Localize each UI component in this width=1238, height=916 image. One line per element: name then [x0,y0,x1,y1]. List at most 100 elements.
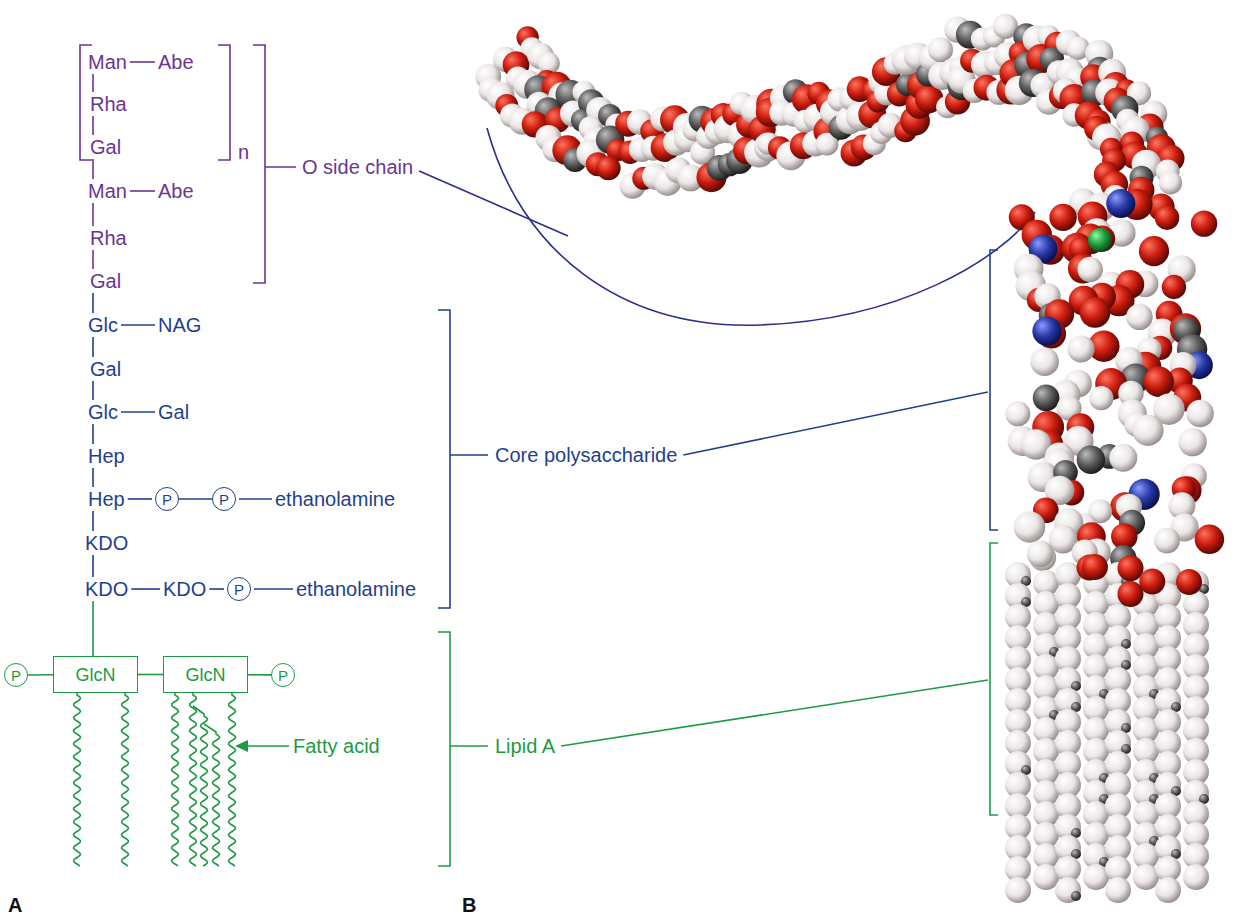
glycosidic-bond [92,203,94,226]
model-bracket [990,250,998,530]
region-bracket [438,310,488,608]
atom [1082,554,1108,580]
sugar-label: Rha [90,228,127,248]
atom [1049,204,1076,231]
atom [1154,528,1180,554]
atom [1126,304,1152,330]
glycosidic-bond [92,424,94,444]
sugar-label: Abe [158,52,194,72]
leader-line [683,392,988,455]
bond-dash [130,61,155,63]
repeat-bracket [218,45,230,160]
atom [1080,297,1111,328]
bond-line [179,498,212,500]
phosphate-circle: P [155,487,179,511]
atom [1005,877,1031,903]
atom [1176,569,1202,595]
phosphate-label: P [234,582,244,597]
fatty-acid-chain [190,693,197,866]
atom [1106,189,1135,218]
sugar-label: Man [88,52,127,72]
phosphate-circle: P [212,487,236,511]
atom [1195,525,1224,554]
glucosamine-box: GlcN [163,656,248,693]
phosphate-label: P [162,492,172,507]
bond-line [248,674,271,676]
atom [1055,877,1081,903]
model-bracket [990,543,998,815]
atom [1191,210,1217,236]
atom [1132,415,1163,446]
atom [1030,347,1059,376]
glycosidic-bond [92,555,94,577]
bond-line [138,674,163,676]
atom [1005,401,1030,426]
sugar-label: Gal [90,271,121,291]
glycosidic-bond [92,381,94,400]
repeat-count: n [238,142,249,162]
atom [1089,386,1113,410]
callout-arrow [245,745,289,747]
atom [1143,367,1173,397]
bond-dash [130,190,155,192]
atom [1032,316,1061,345]
glycosidic-bond [92,293,94,313]
phosphate-circle: P [4,663,28,687]
bond-dash [121,411,155,413]
phosphate-circle: P [227,577,251,601]
core-lipid-bond [92,601,94,656]
atom [1071,891,1081,901]
atom [1033,385,1060,412]
bond-dash [254,588,293,590]
glycosidic-bond [92,337,94,357]
sugar-label: Abe [158,181,194,201]
fatty-acid-chain [122,693,129,866]
atom [1105,877,1131,903]
glycosidic-bond [92,74,94,92]
glycosidic-bond [92,511,94,531]
sugar-label: Glc [88,315,118,335]
atom [1088,228,1112,252]
bond-line [28,674,53,676]
fatty-acid-chain [172,693,179,866]
sugar-label: NAG [158,315,201,335]
bond-dash [128,498,152,500]
sugar-label: Hep [88,489,125,509]
sugar-label: KDO [85,533,128,553]
region-label: Core polysaccharide [495,445,677,465]
leader-line [419,171,568,236]
sugar-label: Glc [88,402,118,422]
atom [1178,428,1206,456]
atom [1027,540,1054,567]
sugar-label: Gal [90,359,121,379]
atom [596,156,620,180]
atom [1186,400,1213,427]
glycosidic-bond [92,159,94,179]
region-label: O side chain [302,157,413,177]
bond-dash [209,588,224,590]
atom [1159,171,1182,194]
fatty-acid-chain [229,693,236,866]
atom [1155,205,1179,229]
fatty-acid-chain [74,693,81,866]
sugar-label: Rha [90,94,127,114]
fatty-acid-branch [193,706,207,866]
atom [1139,236,1169,266]
bond-dash [121,324,155,326]
region-label: Lipid A [495,736,555,756]
glycosidic-bond [92,116,94,135]
phosphate-label: P [11,668,21,683]
phosphate-label: P [219,492,229,507]
glucosamine-box: GlcN [53,656,138,693]
region-bracket [438,632,488,866]
sugar-label: GlcN [76,666,116,684]
atom [1014,511,1046,543]
panel-letter: A [8,895,22,915]
sugar-label: KDO [163,579,206,599]
phosphate-circle: P [271,663,295,687]
bond-dash [131,588,160,590]
group-label: ethanolamine [275,489,395,509]
atom [1155,877,1181,903]
callout-label: Fatty acid [293,736,380,756]
